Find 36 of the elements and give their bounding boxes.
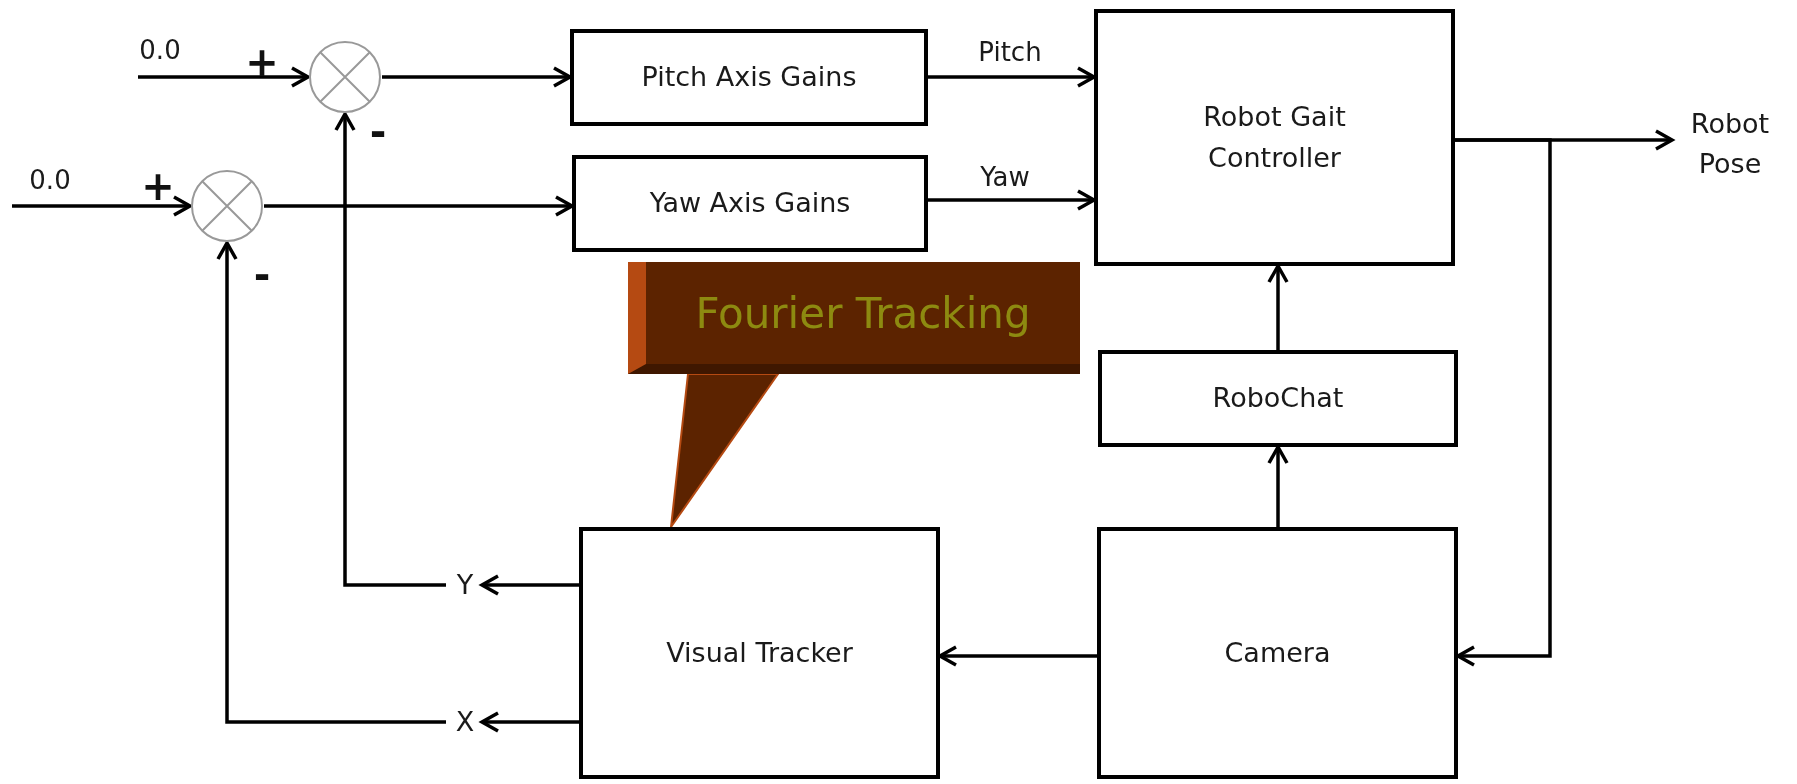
process-box xyxy=(570,29,928,126)
arrow xyxy=(264,195,574,217)
signal-label: Y xyxy=(456,567,474,602)
summing-junction xyxy=(190,169,264,243)
box-label: Yaw Axis Gains xyxy=(649,186,851,221)
process-box xyxy=(1097,527,1458,779)
arrow xyxy=(382,66,572,88)
arrow xyxy=(928,189,1096,211)
arrow xyxy=(12,195,192,217)
arrow xyxy=(480,711,579,733)
arrow xyxy=(216,241,446,724)
arrow xyxy=(334,112,446,587)
sign-label: - xyxy=(253,255,271,295)
arrow xyxy=(928,66,1096,88)
sign-label: - xyxy=(369,112,387,152)
sign-label: + xyxy=(245,42,279,82)
arrow xyxy=(480,574,579,596)
arrow xyxy=(1267,445,1289,527)
box-label: Fourier Tracking xyxy=(695,288,1031,338)
box-label: Pitch Axis Gains xyxy=(641,60,857,95)
signal-label: X xyxy=(455,704,475,739)
arrow xyxy=(1267,264,1289,350)
arrow xyxy=(1455,138,1552,667)
signal-label: Robot Pose xyxy=(1689,106,1771,181)
process-box xyxy=(579,527,940,779)
process-box xyxy=(572,155,928,252)
box-label: RoboChat xyxy=(1212,381,1344,416)
process-box xyxy=(1094,9,1455,266)
box-label: Visual Tracker xyxy=(666,635,853,670)
box-label: Camera xyxy=(1224,635,1331,670)
summing-junction xyxy=(308,40,382,114)
process-box xyxy=(1098,350,1458,447)
sign-label: + xyxy=(141,166,175,206)
callout-tail xyxy=(670,373,780,528)
arrow xyxy=(138,66,310,88)
box-label: Robot Gait Controller xyxy=(1202,100,1347,175)
